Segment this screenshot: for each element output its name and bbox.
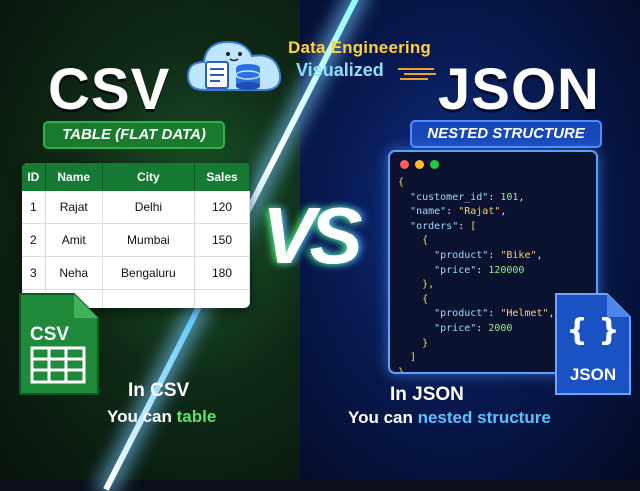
json-file-label: JSON	[569, 365, 617, 384]
json-braces: { }	[566, 313, 620, 348]
header-subtitle: Visualized	[296, 60, 384, 80]
csv-caption-line1: In CSV	[128, 380, 190, 401]
json-title: JSON	[438, 57, 600, 122]
header-title: Data Engineering	[288, 38, 432, 57]
table-cell	[194, 289, 250, 308]
database-icon	[235, 64, 261, 90]
minimize-dot-icon	[415, 160, 424, 169]
speed-lines-icon	[398, 68, 436, 80]
json-caption-line2: You can nested structure	[348, 408, 551, 428]
table-cell: 120	[194, 191, 250, 224]
code-window: { "customer_id": 101, "name": "Rajat", "…	[388, 150, 598, 374]
table-cell: 150	[194, 223, 250, 257]
table-cell: 3	[22, 256, 46, 290]
table-cell: 1	[22, 191, 46, 224]
column-header: Sales	[194, 163, 250, 191]
table-row: 2 Amit Mumbai 150	[22, 223, 250, 257]
caption-highlight: table	[176, 407, 217, 426]
table-cell: 180	[194, 256, 250, 290]
column-header: City	[102, 163, 196, 191]
table-cell: Mumbai	[102, 223, 196, 257]
table-cell: Delhi	[102, 191, 196, 224]
caption-text: You can	[107, 407, 177, 426]
table-cell: 2	[22, 223, 46, 257]
csv-table-card: ID Name City Sales 1 Rajat Delhi 120 2 A…	[22, 163, 250, 308]
csv-pill: TABLE (FLAT DATA)	[43, 121, 225, 149]
caption-text: You can	[348, 408, 418, 427]
cloud-icon	[186, 40, 282, 91]
csv-file-label: CSV	[30, 324, 70, 345]
json-caption-line1: In JSON	[390, 384, 464, 405]
csv-table: ID Name City Sales 1 Rajat Delhi 120 2 A…	[22, 163, 250, 308]
caption-highlight: nested structure	[417, 408, 551, 427]
header-badge: Data Engineering Visualized	[186, 30, 446, 96]
close-dot-icon	[400, 160, 409, 169]
json-pill: NESTED STRUCTURE	[410, 120, 602, 148]
table-cell: Bengaluru	[102, 256, 196, 290]
table-cell: Rajat	[45, 191, 103, 224]
table-cell: Amit	[45, 223, 103, 257]
table-row: 1 Rajat Delhi 120	[22, 191, 250, 224]
column-header: Name	[45, 163, 103, 191]
vs-label: VS	[262, 191, 363, 280]
column-header: ID	[22, 163, 46, 191]
json-code: { "customer_id": 101, "name": "Rajat", "…	[398, 177, 555, 374]
csv-caption-line2: You can table	[107, 407, 216, 427]
json-file-icon: { } JSON	[553, 291, 633, 397]
table-header-row: ID Name City Sales	[22, 163, 250, 191]
table-row: 3 Neha Bengaluru 180	[22, 256, 250, 290]
table-cell: Neha	[45, 256, 103, 290]
maximize-dot-icon	[430, 160, 439, 169]
csv-file-icon: CSV	[16, 290, 102, 398]
csv-title: CSV	[48, 57, 171, 122]
table-cell	[102, 289, 196, 308]
